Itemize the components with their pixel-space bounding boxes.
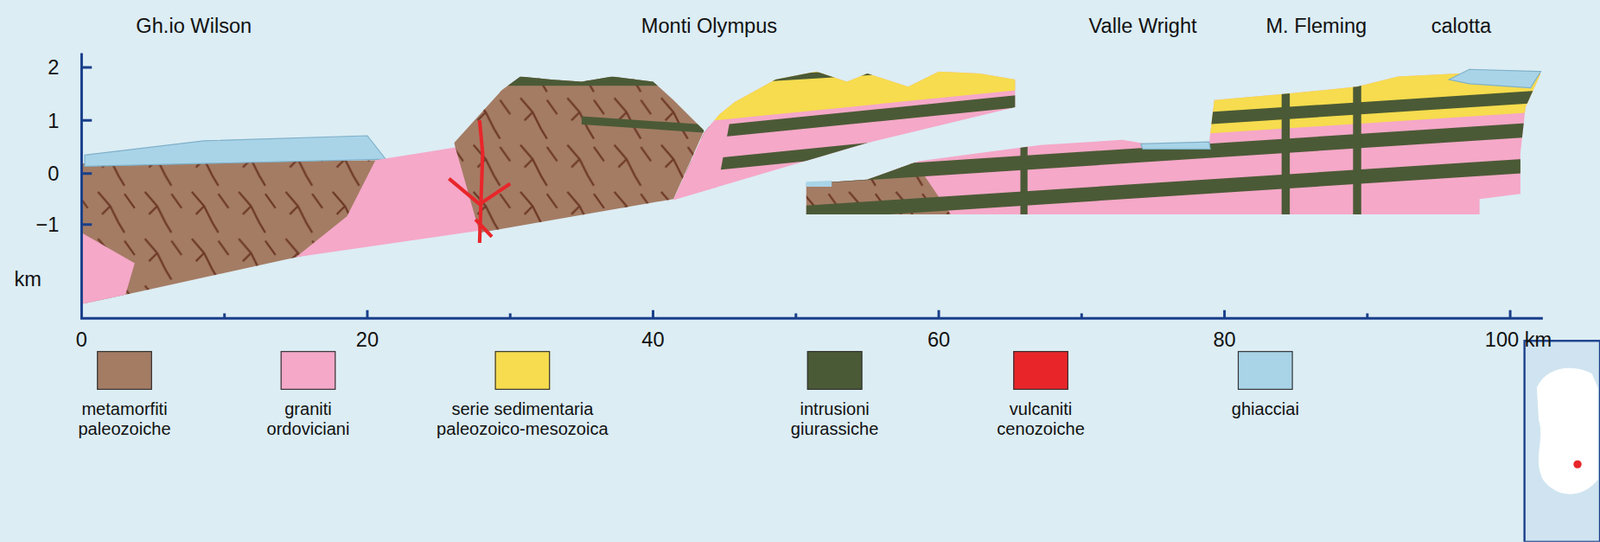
legend-text: metamorfiti paleozoiche [57,400,191,440]
axis-label: 40 [641,328,664,351]
axis-label: 80 [1212,328,1236,351]
axis-label: 0 [47,162,59,185]
axis-label: 1 [47,108,59,132]
legend-swatch [96,350,153,390]
axis-label: 20 [356,328,379,351]
legend-text: graniti ordoviciani [247,400,370,440]
legend-swatch [807,350,863,390]
legend-swatch [495,350,551,390]
axis-label: −1 [36,213,60,236]
legend-swatch [1237,350,1294,390]
axis-label: 100 km [1485,328,1552,351]
place-name: Monti Olympus [641,14,778,38]
axis-label: km [14,267,42,290]
place-name: Valle Wright [1089,14,1198,38]
legend-text: serie sedimentaria paleozoico-mesozoica [410,400,636,440]
legend-text: ghiacciai [1198,400,1332,420]
axis-label: 60 [927,328,950,351]
legend-swatch [1013,350,1069,390]
place-name: M. Fleming [1265,14,1367,38]
legend-text: vulcaniti cenozoiche [974,400,1107,440]
legend-swatch [280,350,337,390]
axis-label: 0 [76,328,88,351]
legend-text: intrusioni giurassiche [768,400,901,440]
axis-label: 2 [47,56,59,79]
place-name: calotta [1431,14,1492,38]
place-name: Gh.io Wilson [135,14,252,38]
